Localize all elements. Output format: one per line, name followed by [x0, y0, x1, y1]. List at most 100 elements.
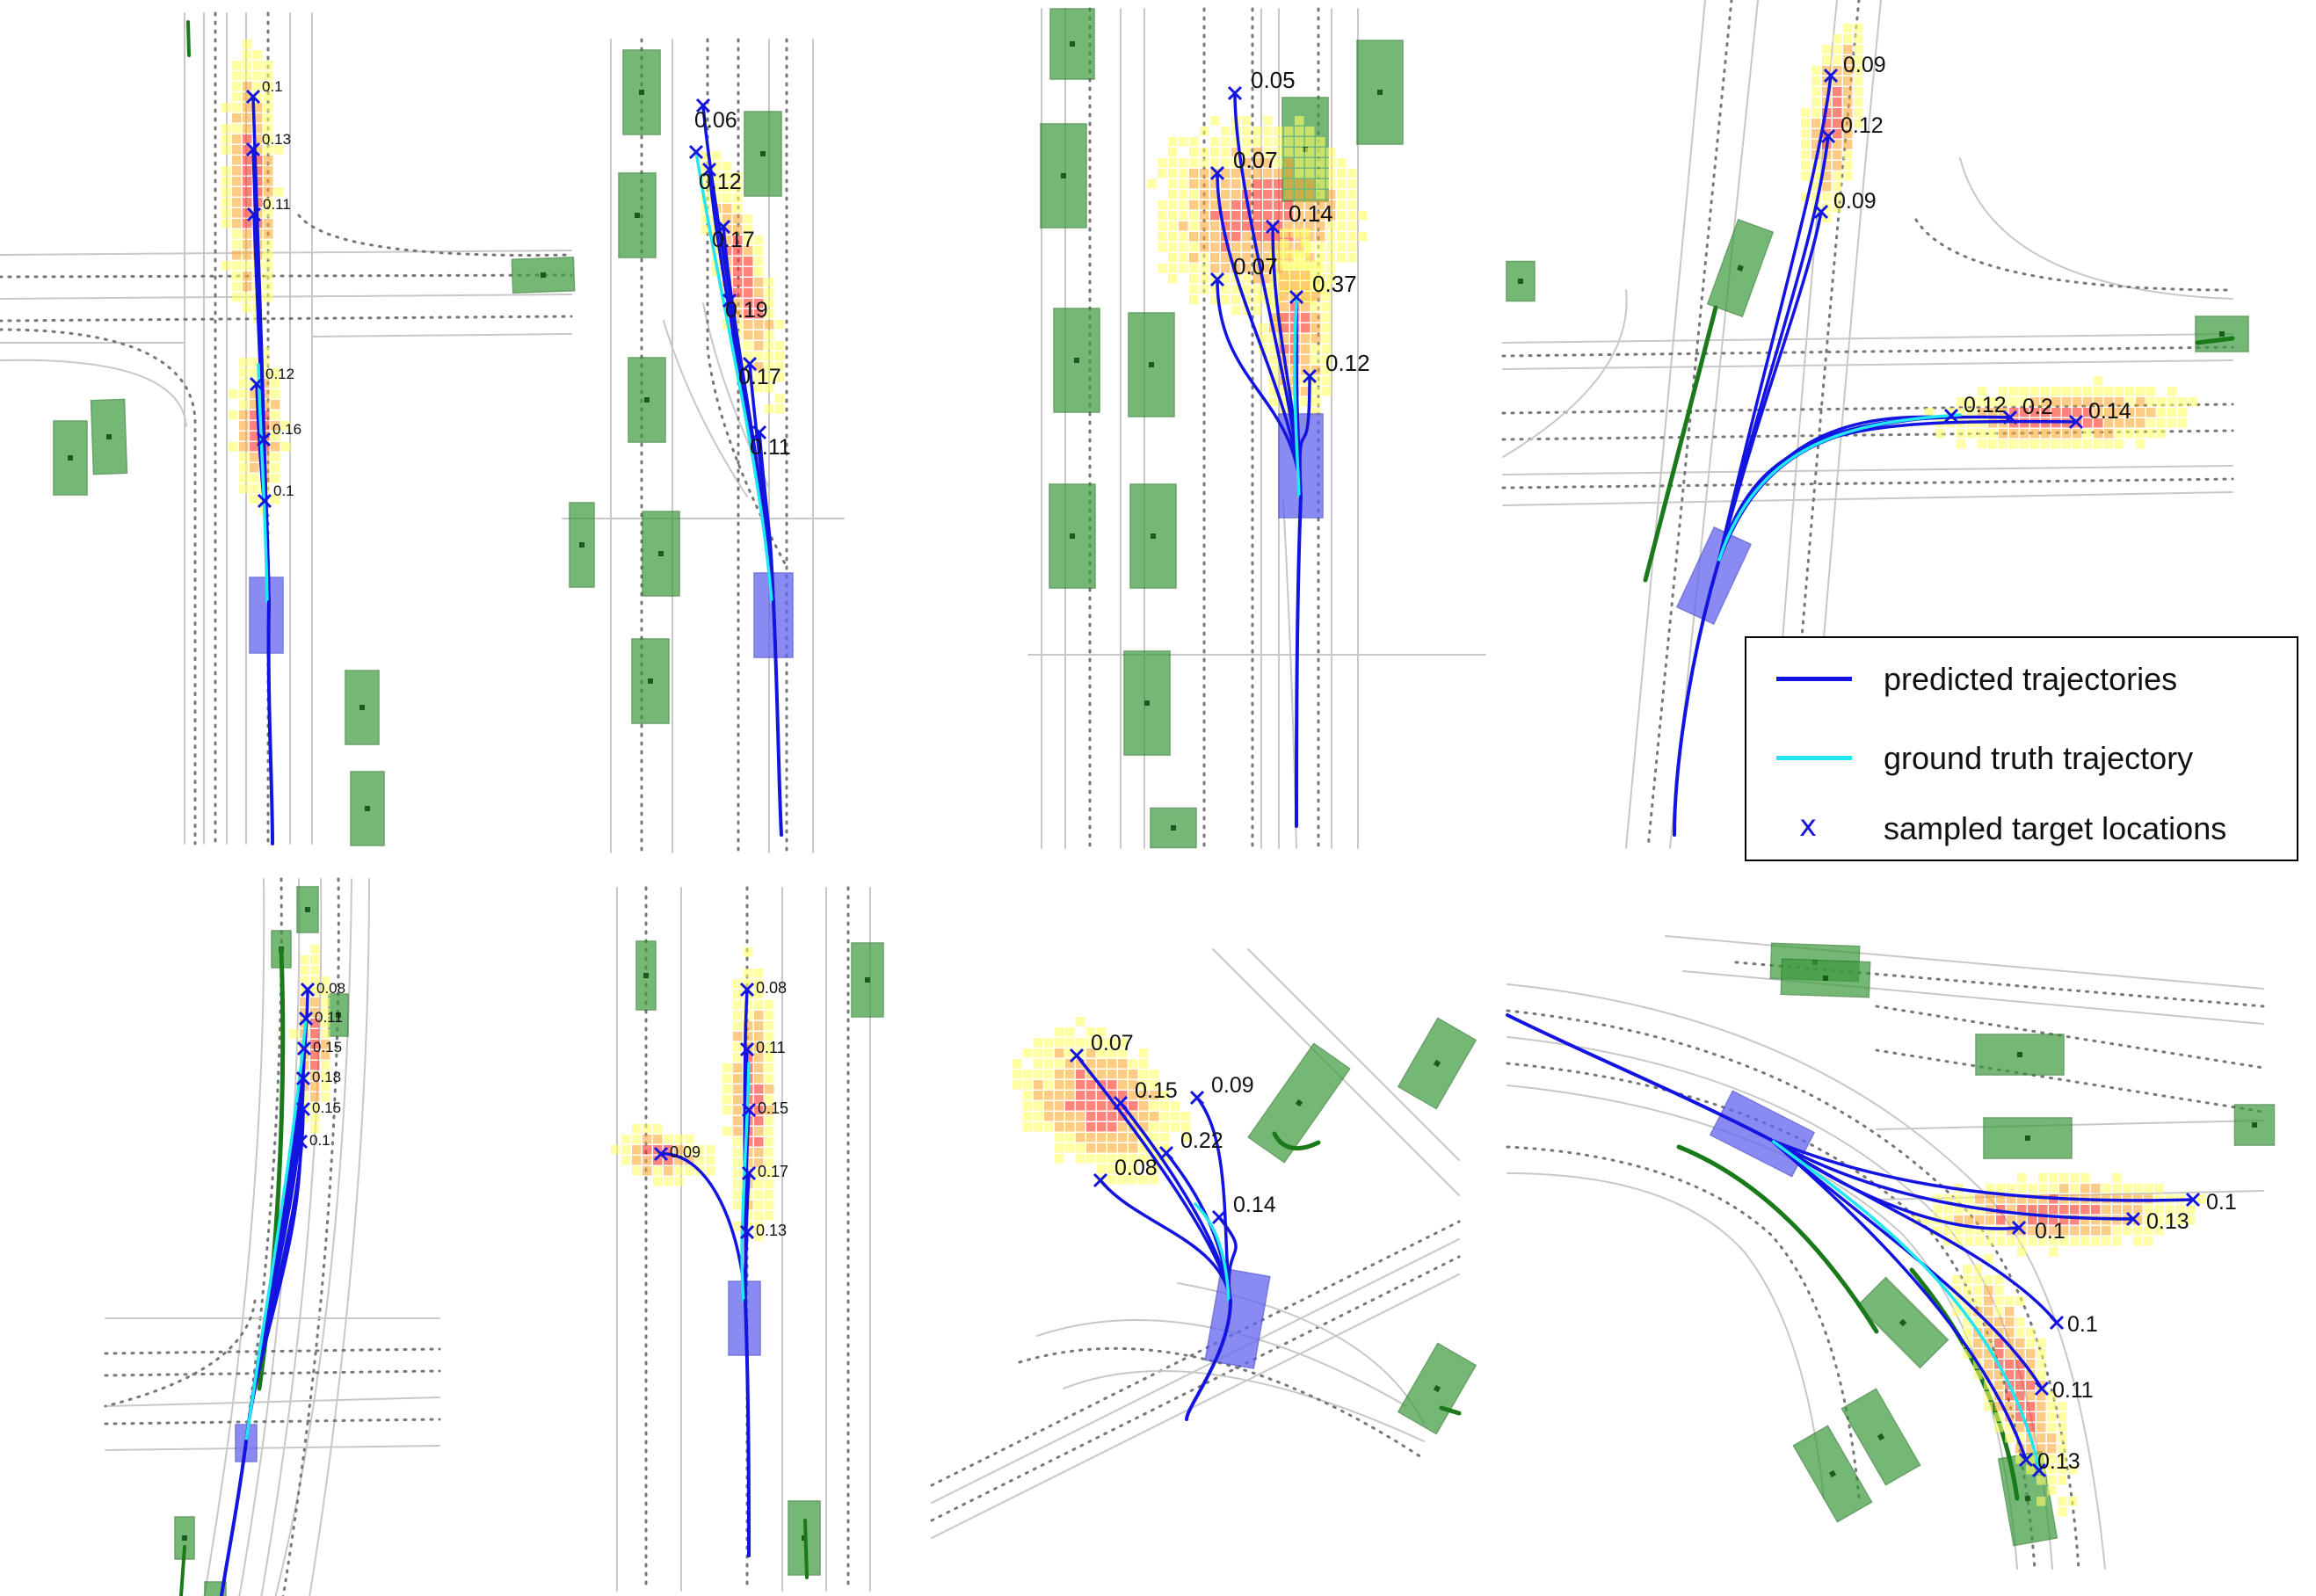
probability-label: 0.14	[1233, 1193, 1276, 1217]
heat-cell	[2015, 1433, 2025, 1443]
heat-cell	[239, 400, 249, 410]
predicted-trajectory	[1717, 210, 1823, 564]
heat-cell	[2028, 1215, 2037, 1225]
heat-cell	[1252, 285, 1262, 294]
heat-cell	[2058, 1423, 2067, 1433]
target-x-stroke	[715, 219, 731, 235]
lane-centerline	[0, 328, 197, 845]
heat-cell	[1284, 221, 1294, 231]
heat-cell	[253, 113, 263, 123]
vehicle-heading-mark	[1171, 825, 1176, 831]
heat-cell	[1322, 292, 1332, 301]
heat-cell	[1843, 140, 1853, 149]
target-x-marker	[2002, 410, 2018, 425]
heat-cell	[1168, 179, 1178, 189]
heat-cell	[2036, 1444, 2046, 1454]
vehicle-heading-mark	[2024, 1495, 2031, 1502]
heat-cell	[1295, 169, 1304, 178]
heat-cell	[1984, 1349, 1993, 1359]
heat-cell	[1160, 1133, 1170, 1143]
heat-region	[289, 945, 330, 1134]
heat-cell	[1280, 313, 1289, 323]
heat-cell	[1231, 221, 1241, 231]
heat-cell	[2036, 1349, 2046, 1359]
heat-cell	[264, 240, 273, 250]
vehicle-heading-mark	[760, 151, 766, 156]
heat-cell	[1801, 192, 1811, 202]
heat-cell	[744, 288, 753, 298]
heat-cell	[1833, 119, 1842, 128]
heat-cell	[321, 1040, 330, 1049]
heat-cell	[1326, 243, 1336, 252]
vehicle-box	[622, 49, 661, 135]
target-x-stroke	[1189, 1090, 1205, 1106]
heat-cell	[1843, 98, 1853, 107]
heat-cell	[2080, 1226, 2090, 1236]
heat-cell	[1200, 264, 1209, 273]
heat-cell	[1280, 302, 1289, 312]
heat-cell	[264, 124, 273, 134]
scene-panel-p6: 0.080.110.150.170.130.09	[611, 886, 884, 1592]
vehicle-heading-mark	[68, 455, 73, 461]
heat-cell	[1326, 211, 1336, 221]
heat-cell	[2028, 1194, 2037, 1204]
heat-cell	[1967, 397, 1977, 407]
lane-boundary	[1506, 983, 2106, 1570]
heat-cell	[1943, 1194, 1953, 1204]
heat-cell	[701, 151, 711, 161]
heat-cell	[2059, 1226, 2069, 1236]
probability-label: 0.13	[756, 1222, 787, 1239]
lane-boundary	[105, 1445, 440, 1451]
heat-cell	[253, 82, 263, 91]
heat-cell	[653, 1166, 663, 1176]
agent-past-trajectory	[266, 600, 274, 845]
heat-cell	[2144, 1205, 2153, 1215]
heat-cell	[1242, 116, 1252, 126]
heat-cell	[1833, 161, 1842, 170]
heat-cell	[2104, 387, 2114, 396]
heat-cell	[1822, 45, 1832, 54]
vehicle-heading-mark	[1295, 1099, 1303, 1107]
heat-cell	[1843, 45, 1853, 54]
heat-cell	[1200, 221, 1209, 231]
heat-cell	[2051, 387, 2061, 396]
heat-cell	[2041, 387, 2051, 396]
heat-cell	[1994, 1286, 2004, 1295]
heat-cell	[695, 1156, 705, 1165]
heat-cell	[1044, 1059, 1054, 1069]
heat-cell	[744, 267, 753, 277]
vehicle-heading-mark	[1433, 1384, 1441, 1393]
heat-cell	[1316, 158, 1325, 168]
ground-truth-trajectory	[1293, 297, 1301, 498]
vehicle-box	[1049, 483, 1096, 589]
vehicle-heading-mark	[305, 907, 310, 912]
heat-cell	[722, 183, 732, 192]
heat-cell	[744, 309, 753, 319]
heat-cell	[1843, 108, 1853, 118]
heat-cell	[733, 1158, 743, 1168]
heat-cell	[1210, 264, 1220, 273]
heat-cell	[1118, 1080, 1128, 1090]
heat-cell	[1263, 169, 1273, 178]
heat-cell	[1168, 232, 1178, 242]
heat-cell	[1097, 1048, 1107, 1058]
probability-label: 0.1	[273, 482, 294, 499]
heat-cell	[1158, 232, 1167, 242]
probability-label: 0.15	[758, 1099, 788, 1117]
heat-cell	[260, 379, 270, 388]
target-x-marker	[722, 293, 737, 308]
heat-cell	[1189, 243, 1199, 252]
lane-centerline	[1501, 477, 2234, 490]
heat-cell	[1322, 345, 1332, 354]
heat-cell	[1843, 171, 1853, 181]
heat-cell	[733, 193, 743, 203]
agent-past-trajectory	[744, 1299, 751, 1557]
heat-cell	[754, 278, 764, 287]
heat-cell	[744, 330, 753, 340]
target-x-marker	[2185, 1192, 2201, 1208]
heat-cell	[1129, 1112, 1138, 1121]
target-x-stroke	[2011, 1220, 2027, 1236]
heat-cell	[2051, 439, 2061, 449]
